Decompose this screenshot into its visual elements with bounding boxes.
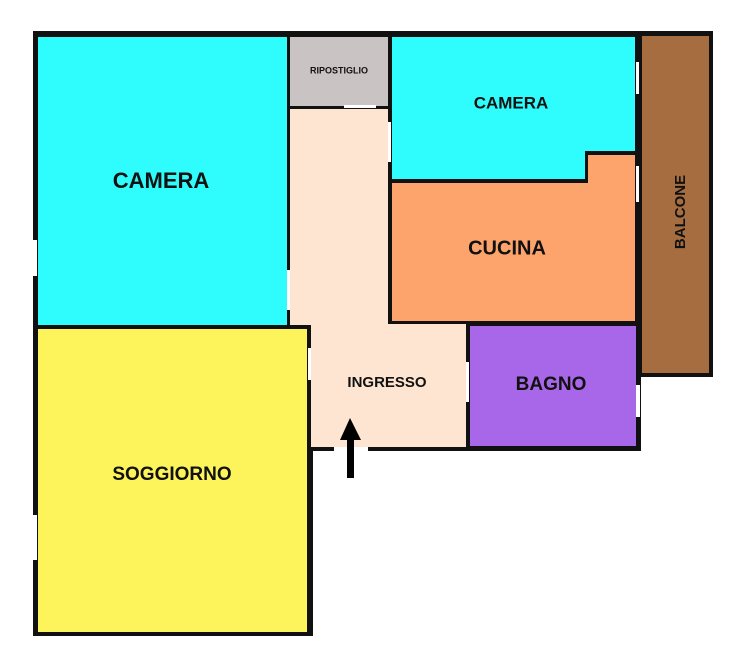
room-cucina bbox=[392, 155, 635, 321]
room-camera-left bbox=[38, 37, 287, 325]
room-camera-right bbox=[392, 37, 635, 179]
door bbox=[287, 270, 290, 310]
label-soggiorno: SOGGIORNO bbox=[112, 464, 231, 485]
label-ripostiglio: RIPOSTIGLIO bbox=[310, 65, 368, 75]
label-camera-right: CAMERA bbox=[474, 93, 549, 112]
window bbox=[33, 240, 37, 276]
window bbox=[636, 385, 640, 417]
room-ingresso bbox=[290, 109, 466, 447]
window bbox=[636, 166, 639, 202]
window bbox=[636, 62, 639, 94]
room-balcone bbox=[642, 36, 709, 373]
door bbox=[344, 105, 376, 108]
door bbox=[466, 362, 469, 402]
label-ingresso: INGRESSO bbox=[347, 374, 427, 391]
label-balcone: BALCONE bbox=[672, 175, 689, 249]
door bbox=[308, 348, 311, 380]
label-camera-left: CAMERA bbox=[113, 168, 210, 193]
window bbox=[33, 515, 37, 560]
room-ripostiglio bbox=[290, 37, 388, 106]
arrow-up-icon bbox=[340, 418, 361, 478]
label-cucina: CUCINA bbox=[468, 237, 546, 259]
label-bagno: BAGNO bbox=[516, 374, 587, 395]
room-soggiorno bbox=[38, 329, 307, 632]
door bbox=[388, 122, 391, 162]
room-bagno bbox=[470, 326, 636, 446]
